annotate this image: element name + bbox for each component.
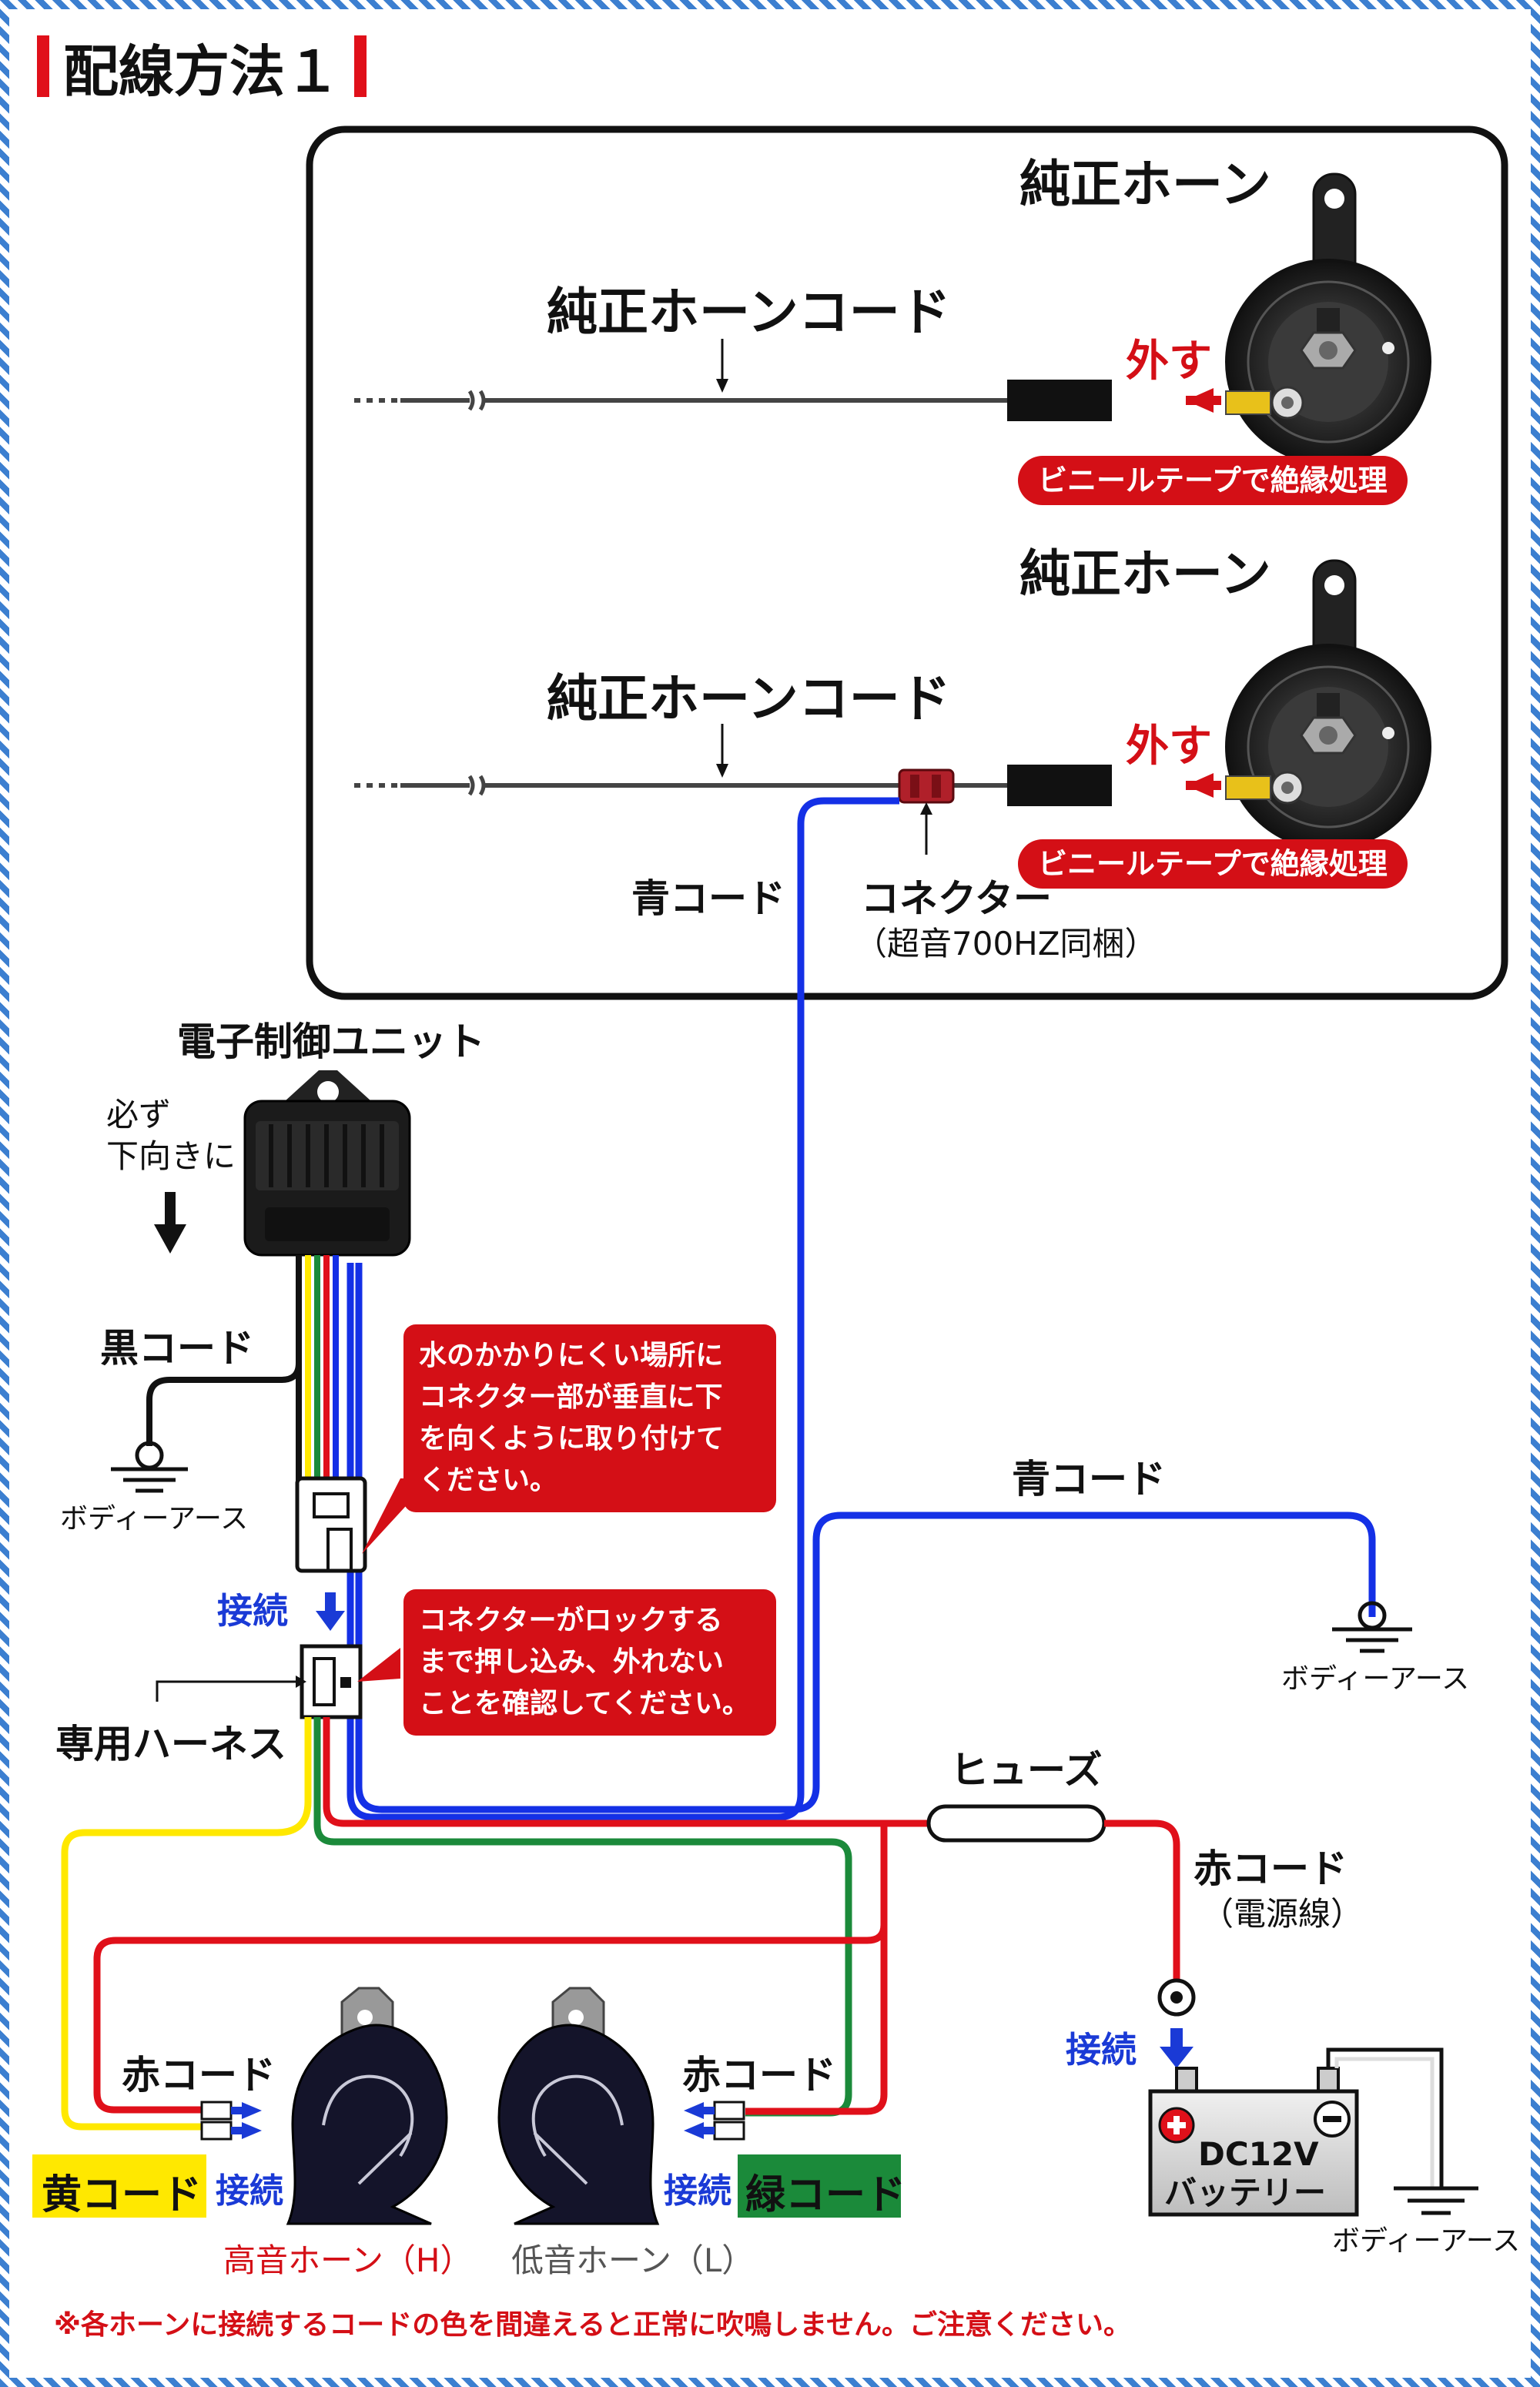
insulate-tape-label-1: ビニールテープで絶縁処理	[1018, 456, 1408, 505]
remove-label-2: 外す	[1126, 721, 1212, 772]
connect-label-battery: 接続	[1066, 2029, 1137, 2071]
battery	[1148, 2067, 1359, 2217]
stock-connector-1	[1007, 380, 1112, 421]
connector-note: （超音700HZ同梱）	[855, 925, 1157, 962]
mount-instruction-callout: 水のかかりにくい場所に コネクター部が垂直に下 を向くように取り付けて ください…	[403, 1324, 776, 1512]
stock-horn-2	[1225, 559, 1431, 850]
body-earth-right-label: ボディーアース	[1281, 1663, 1469, 1695]
connect-label-harness: 接続	[217, 1590, 288, 1632]
stock-cord-label-1: 純正ホーンコード	[547, 283, 951, 342]
lock-instruction-callout: コネクターがロックする まで押し込み、外れない ことを確認してください。	[403, 1589, 776, 1736]
lock-line-1: コネクターがロックする	[419, 1605, 723, 1636]
yellow-cord-label: 黄コード	[42, 2172, 203, 2218]
harness-label: 専用ハーネス	[55, 1722, 286, 1766]
stock-horn-label-2: 純正ホーン	[1019, 544, 1271, 604]
stock-horn-1	[1225, 172, 1431, 465]
footnote: ※各ホーンに接続するコードの色を間違えると正常に吹鳴しません。ご注意ください。	[54, 2309, 1132, 2341]
battery-line-1: DC12V	[1198, 2135, 1319, 2173]
black-cord	[146, 1301, 302, 1446]
page-title: 配線方法１	[37, 29, 367, 104]
orientation-line-1: 必ず	[106, 1096, 171, 1133]
blue-cord-label-right: 青コード	[1012, 1457, 1166, 1502]
red-cord-power	[1104, 1820, 1180, 1979]
fuse-label: ヒューズ	[950, 1748, 1103, 1793]
green-cord-label: 緑コード	[745, 2172, 906, 2218]
power-line-label: （電源線）	[1201, 1895, 1363, 1933]
lock-line-2: まで押し込み、外れない	[419, 1646, 725, 1678]
body-earth-left	[111, 1441, 188, 1493]
stock-cord-label-2: 純正ホーンコード	[547, 669, 951, 728]
stock-horn-panel	[306, 126, 1508, 1000]
body-earth-battery	[1394, 2186, 1478, 2215]
red-cord-low	[745, 1823, 888, 2115]
low-horn	[497, 1987, 745, 2225]
battery-line-2: バッテリー	[1164, 2174, 1326, 2211]
mount-line-1: 水のかかりにくい場所に	[419, 1340, 724, 1371]
red-cord-power-label: 赤コード	[1194, 1846, 1348, 1891]
low-horn-label: 低音ホーン（L）	[511, 2241, 754, 2279]
red-cord-left-label: 赤コード	[122, 2053, 276, 2097]
red-cord-right-label: 赤コード	[682, 2053, 836, 2097]
title-text: 配線方法１	[63, 38, 341, 104]
title-bar-left	[37, 35, 49, 97]
stock-connector-2	[1007, 765, 1112, 806]
body-earth-left-label: ボディーアース	[60, 1503, 248, 1535]
orientation-line-2: 下向きに	[106, 1137, 236, 1175]
fuse	[926, 1804, 1106, 1843]
green-cord-tag-bg	[738, 2154, 901, 2218]
connect-label-low: 接続	[664, 2171, 732, 2211]
harness-connector	[300, 1644, 363, 1719]
control-unit	[243, 1070, 411, 1257]
connector-label: コネクター	[861, 876, 1052, 921]
body-earth-battery-label: ボディーアース	[1332, 2225, 1520, 2257]
blue-cord-label-top: 青コード	[631, 876, 785, 921]
connector-700hz	[898, 768, 955, 804]
mount-line-3: を向くように取り付けて	[419, 1423, 725, 1455]
black-cord-label: 黒コード	[100, 1326, 254, 1371]
blue-cord-earth	[355, 1263, 1376, 1813]
lock-line-3: ことを確認してください。	[419, 1688, 750, 1719]
body-earth-right	[1332, 1601, 1412, 1653]
control-unit-label: 電子制御ユニット	[177, 1019, 485, 1064]
high-horn	[200, 1987, 448, 2225]
yellow-cord-tag-bg	[32, 2154, 206, 2218]
unit-connector	[295, 1476, 367, 1573]
yellow-cord	[61, 1717, 312, 2131]
high-horn-label: 高音ホーン（H）	[223, 2241, 472, 2279]
mount-line-2: コネクター部が垂直に下	[419, 1381, 723, 1413]
red-cord-high	[93, 1924, 888, 2114]
stock-horn-label-1: 純正ホーン	[1019, 155, 1271, 214]
mount-line-4: ください。	[419, 1465, 558, 1496]
insulate-tape-label-2: ビニールテープで絶縁処理	[1018, 839, 1408, 889]
connect-label-high: 接続	[216, 2171, 283, 2211]
title-bar-right	[354, 35, 367, 97]
remove-label-1: 外す	[1126, 336, 1212, 387]
